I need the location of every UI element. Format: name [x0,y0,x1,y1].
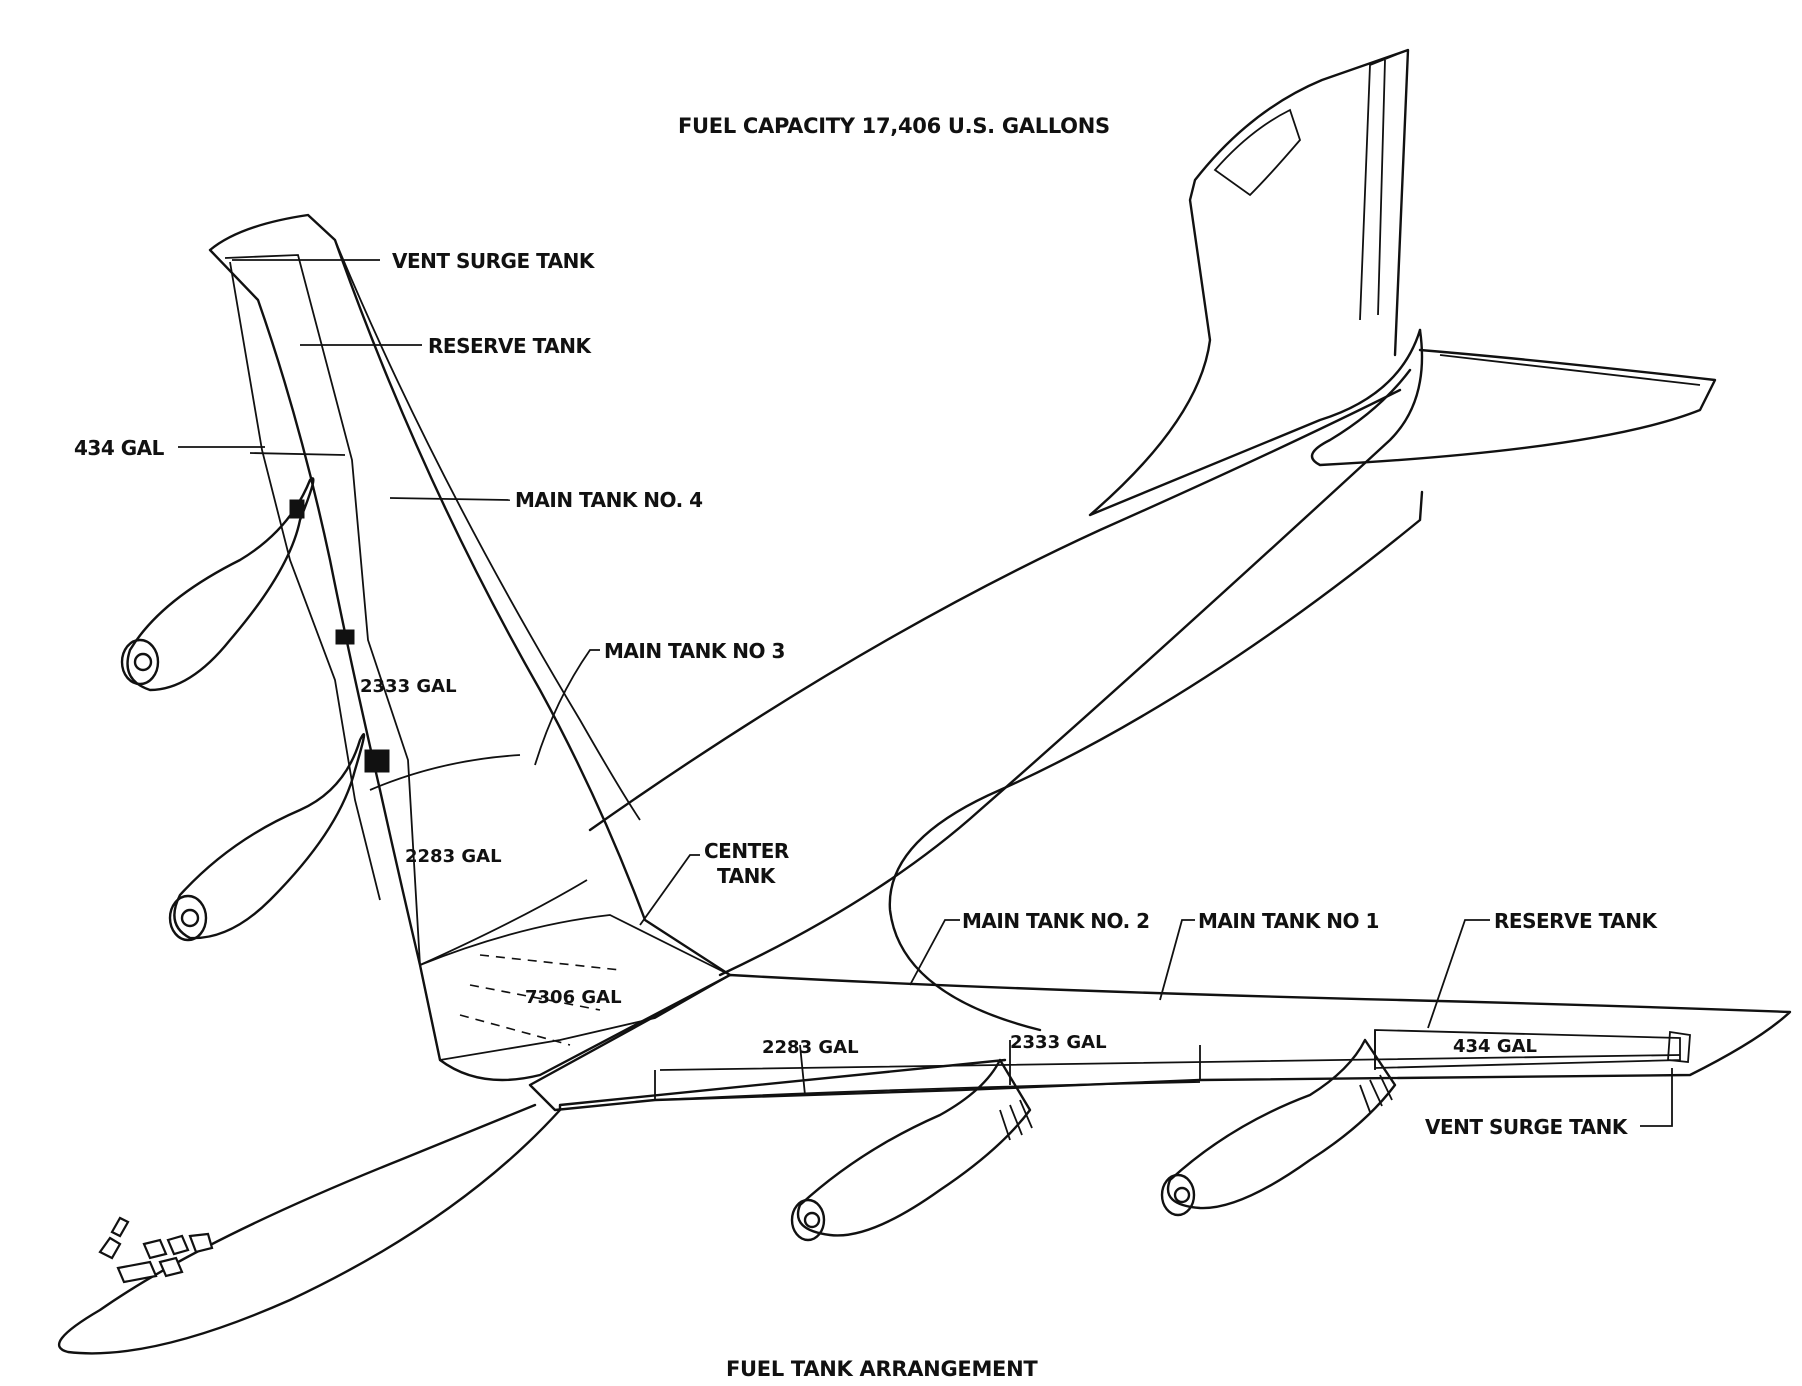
engine-outer-left [120,477,315,692]
label-reserve-tank-right: RESERVE TANK [1494,909,1658,933]
engine-inner-right [790,1058,1033,1242]
pylon-block [289,499,305,519]
label-434-gal-left: 434 GAL [74,436,165,460]
cockpit-windows [98,1216,214,1284]
vertical-tail [1088,48,1422,517]
left-wing-inner-edge [224,254,421,966]
left-wing-outline [208,213,732,1082]
right-wing-outline [528,973,1792,1112]
left-wing-trailing-flap [229,261,381,901]
leader-main-tank-3 [534,649,600,766]
left-wing-tank-dividers [249,452,588,966]
label-main-tank-1: MAIN TANK NO 1 [1198,909,1379,933]
label-434-gal-right: 434 GAL [1453,1036,1537,1057]
leader-vent-surge-right [1640,1068,1673,1127]
label-main-tank-2: MAIN TANK NO. 2 [962,909,1150,933]
labels: FUEL CAPACITY 17,406 U.S. GALLONS VENT S… [74,114,1659,1381]
fuselage-outline [57,490,1424,1355]
pylon-block [335,629,355,645]
leader-main-tank-1 [1159,919,1195,1001]
leader-center-tank [639,854,700,926]
horizontal-stabilizer [1310,348,1717,467]
tail-fillet [1213,108,1302,197]
label-main-tank-4: MAIN TANK NO. 4 [515,488,703,512]
figure-caption: FUEL TANK ARRANGEMENT [726,1357,1038,1381]
right-wing-vent-tank [1667,1030,1691,1063]
fuselage-spine [718,328,1424,977]
label-reserve-tank-left: RESERVE TANK [428,334,592,358]
label-center-tank-line2: TANK [717,864,777,888]
stabilizer-elevator [1439,354,1701,386]
pylon-block [364,749,390,773]
engine-outer-right [1160,1038,1397,1217]
fuel-capacity-header: FUEL CAPACITY 17,406 U.S. GALLONS [678,114,1110,138]
fuselage-upper-forward [588,388,1402,832]
label-vent-surge-tank-left: VENT SURGE TANK [392,249,596,273]
label-7306-gal: 7306 GAL [525,987,622,1008]
label-main-tank-3: MAIN TANK NO 3 [604,639,785,663]
label-2283-gal-left: 2283 GAL [405,846,502,867]
label-vent-surge-tank-right: VENT SURGE TANK [1425,1115,1629,1139]
label-2283-gal-right: 2283 GAL [762,1037,859,1058]
right-wing-tank-line [654,1054,1681,1101]
center-tank-dashes [459,954,621,1046]
label-center-tank-line1: CENTER [704,839,789,863]
leader-lines [178,259,1673,1127]
right-wing-dividers [654,1030,1376,1100]
engine-inner-left [168,733,366,942]
leader-reserve-right [1427,919,1490,1029]
leader-main-tank-2 [909,919,960,986]
label-2333-gal-right: 2333 GAL [1010,1032,1107,1053]
leader-main-tank-4 [389,497,511,501]
vertical-tail-rudder [1359,49,1409,321]
label-2333-gal-left: 2333 GAL [360,676,457,697]
left-wing-leading-edge [334,239,641,821]
aircraft-drawing [57,48,1792,1355]
